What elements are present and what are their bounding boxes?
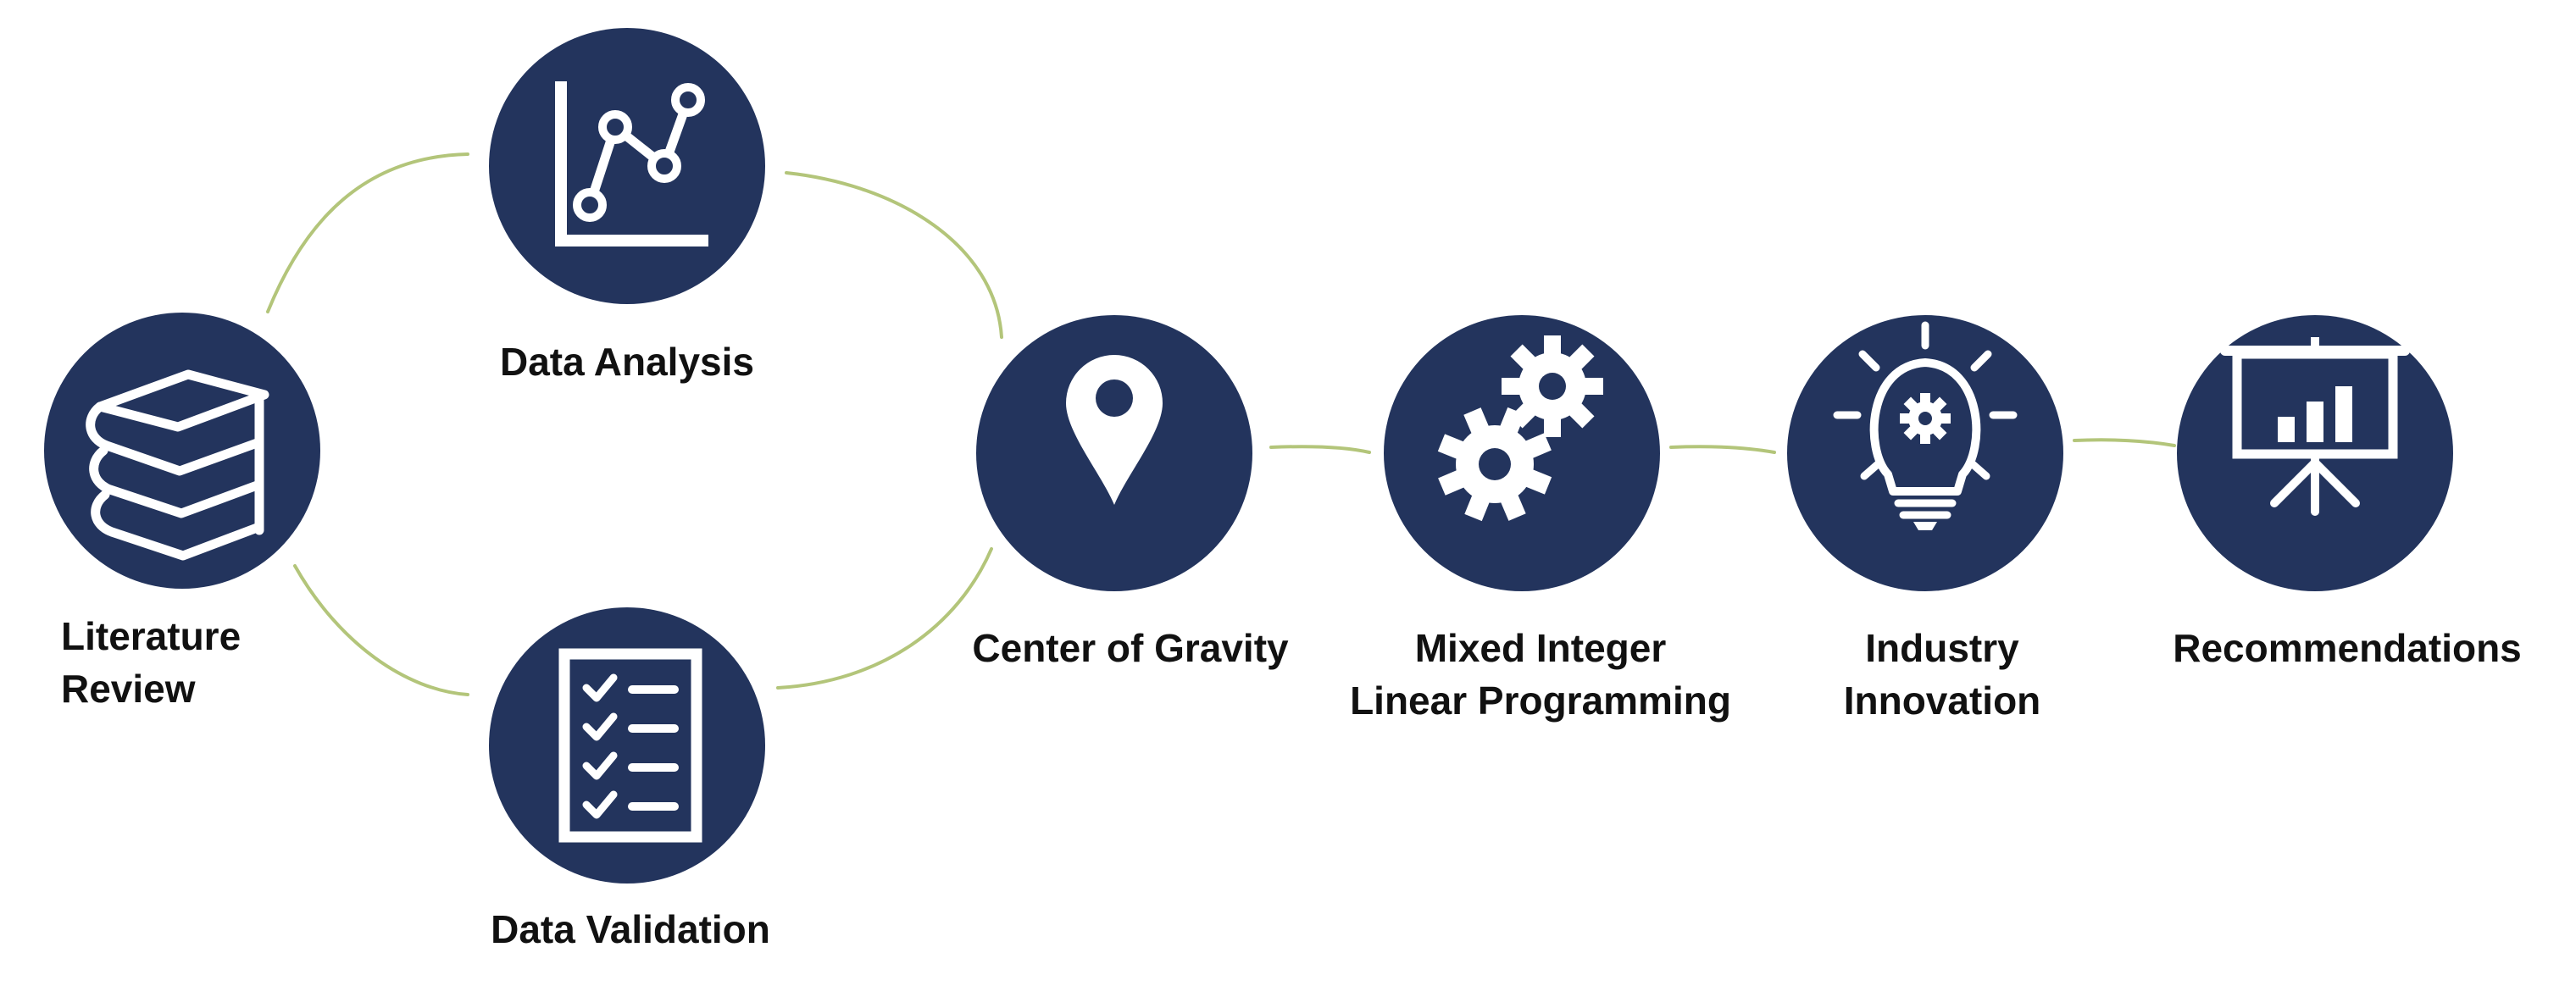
label-milp: Mixed Integer Linear Programming (1350, 622, 1731, 727)
node-milp (1384, 315, 1660, 591)
node-data-analysis (489, 28, 765, 304)
connector-innovation-to-recommendations (2073, 438, 2176, 447)
checklist-icon (558, 648, 702, 843)
label-industry-innovation: Industry Innovation (1844, 622, 2041, 727)
label-literature-review-line2: Review (61, 667, 196, 711)
connector-milp-to-innovation (1669, 445, 1776, 454)
node-literature-review (44, 313, 320, 589)
label-literature-review-line1: Literature (61, 614, 242, 658)
node-center-of-gravity (976, 315, 1252, 591)
lightbulb-gear-icon (1833, 321, 2018, 530)
label-center-of-gravity: Center of Gravity (972, 626, 1289, 670)
map-pin-icon (1066, 355, 1163, 505)
label-data-validation: Data Validation (491, 907, 770, 951)
connector-literature-to-analysis (266, 152, 469, 313)
line-chart-icon (555, 81, 708, 246)
connector-gravity-to-milp (1269, 445, 1371, 454)
node-data-validation (489, 607, 765, 884)
node-industry-innovation (1787, 315, 2063, 591)
label-industry-innovation-line2: Innovation (1843, 679, 2041, 723)
label-milp-line2: Linear Programming (1350, 679, 1731, 723)
connector-literature-to-validation (293, 564, 469, 696)
label-literature-review: Literature Review (61, 610, 241, 715)
label-milp-line1: Mixed Integer (1414, 626, 1667, 670)
label-recommendations: Recommendations (2173, 626, 2522, 670)
books-icon (86, 369, 269, 561)
label-data-analysis: Data Analysis (500, 340, 754, 384)
label-industry-innovation-line1: Industry (1865, 626, 2019, 670)
connector-analysis-to-gravity (785, 171, 1003, 339)
presentation-board-icon (2220, 337, 2410, 516)
connector-validation-to-gravity (776, 547, 993, 690)
gears-icon (1437, 335, 1603, 522)
node-recommendations (2177, 315, 2453, 591)
connectors (266, 152, 2176, 696)
